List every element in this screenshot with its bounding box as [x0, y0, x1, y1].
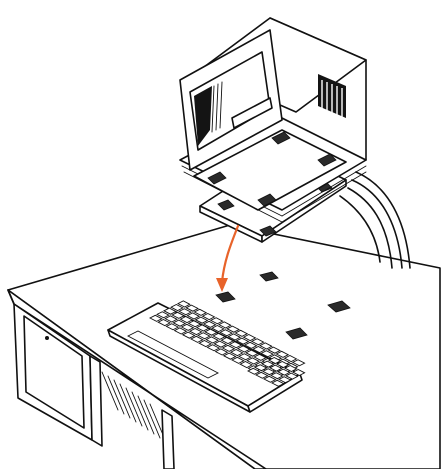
monitor-mounting-illustration: [0, 0, 442, 469]
